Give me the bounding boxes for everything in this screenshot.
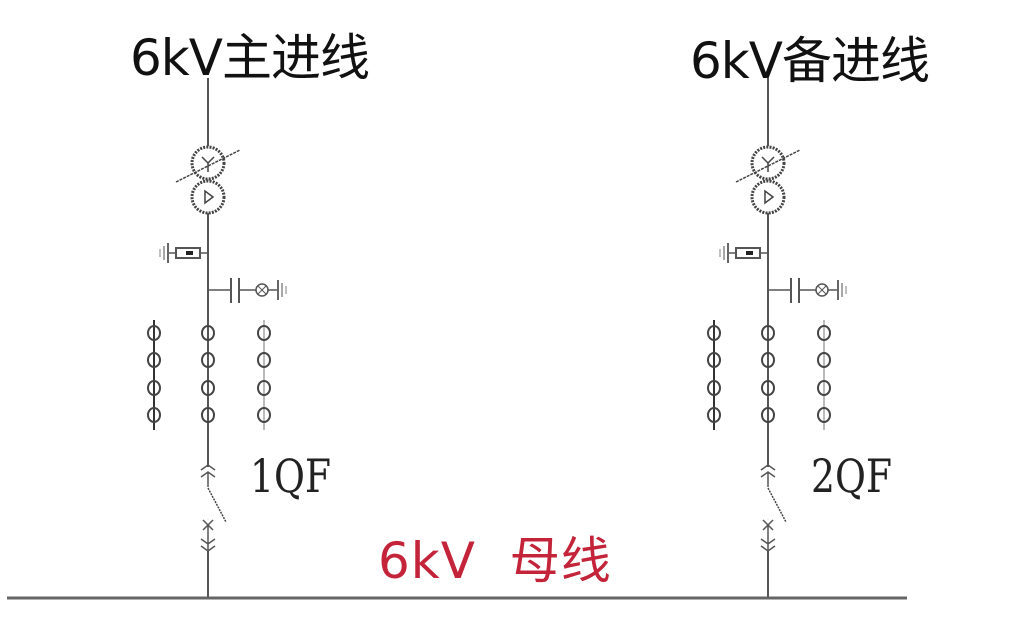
breaker-label-1qf: 1QF — [250, 449, 332, 503]
feeder-main — [146, 76, 288, 600]
backup-incoming-title: 6kV备进线 — [690, 32, 930, 90]
main-incoming-title: 6kV主进线 — [130, 29, 370, 87]
bus-label: 6kV 母线 — [378, 532, 612, 590]
feeder-backup — [706, 76, 848, 600]
breaker-label-2qf: 2QF — [811, 449, 893, 503]
